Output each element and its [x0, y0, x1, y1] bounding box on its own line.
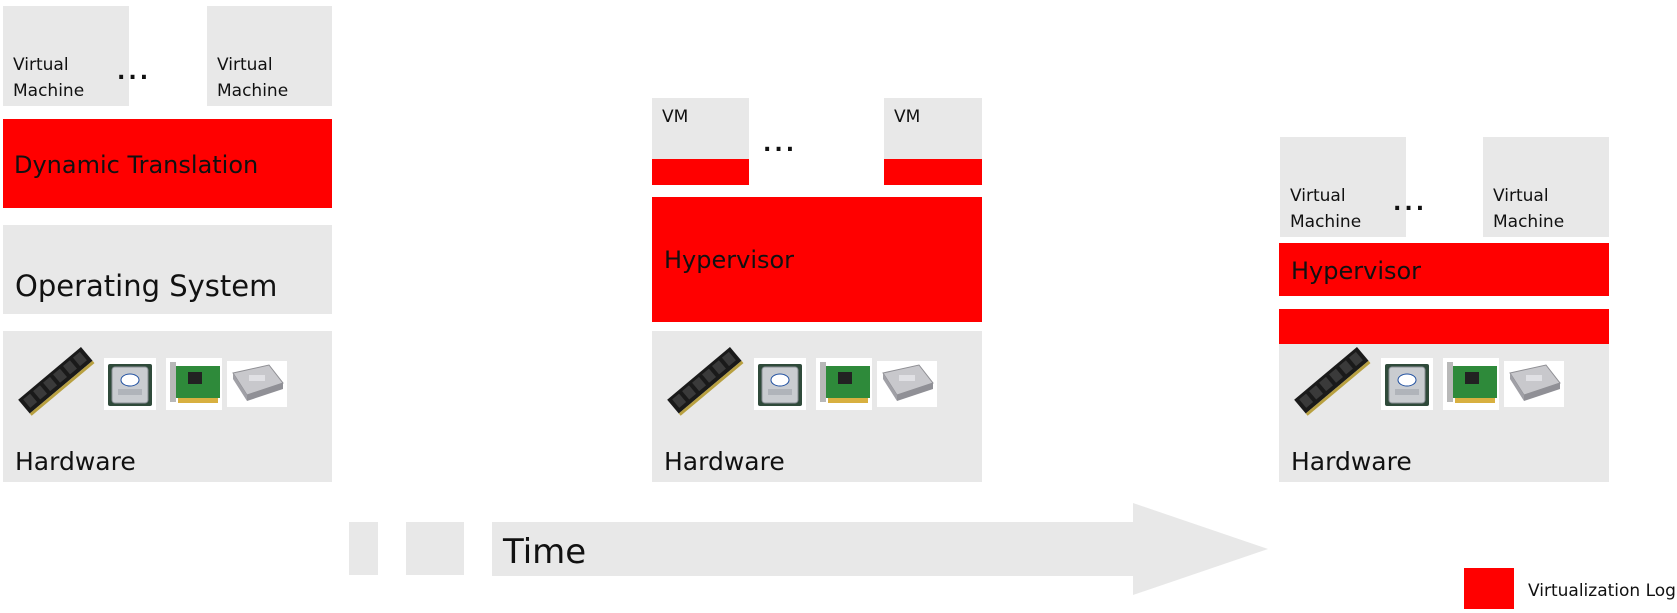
cpu-chip-icon: [754, 358, 806, 410]
hardware-layer: Hardware: [1279, 331, 1609, 482]
virtual-machine-label: Virtual Machine: [13, 55, 85, 101]
cpu-chip-icon: [1381, 358, 1433, 410]
hardware-layer: Hardware: [652, 331, 982, 482]
hardware-label: Hardware: [1291, 447, 1412, 476]
operating-system-label: Operating System: [15, 269, 278, 303]
ram-module-icon: [18, 346, 95, 416]
dynamic-translation-label: Dynamic Translation: [14, 151, 259, 179]
legend-swatch: [1464, 568, 1514, 609]
hardware-label: Hardware: [15, 447, 136, 476]
virtual-machine-box-1: Virtual Machine: [3, 6, 129, 106]
hard-disk-icon: [227, 361, 287, 407]
ellipsis: ...: [763, 132, 798, 157]
cpu-chip-icon: [104, 358, 156, 410]
virtual-machine-box-1: Virtual Machine: [1280, 137, 1406, 237]
hypervisor-label: Hypervisor: [664, 246, 795, 274]
vm-virtualization-bar-2: [884, 159, 982, 185]
vm-box-2: VM: [884, 98, 982, 160]
time-arrow-segment-2: [406, 522, 464, 575]
ellipsis: ...: [117, 60, 152, 85]
network-card-icon: [816, 358, 872, 410]
time-label: Time: [503, 532, 587, 572]
hypervisor-label: Hypervisor: [1291, 257, 1422, 285]
network-card-icon: [1443, 358, 1499, 410]
ellipsis: ...: [1393, 191, 1428, 216]
vm-label: VM: [894, 107, 921, 127]
virtual-machine-label: Virtual Machine: [1493, 186, 1565, 232]
virtual-machine-label: Virtual Machine: [217, 55, 289, 101]
hypervisor-layer: Hypervisor: [1279, 243, 1609, 296]
time-arrow-body: [492, 503, 1268, 595]
ram-module-icon: [667, 346, 744, 416]
hardware-virtualization-bar: [1279, 309, 1609, 344]
virtual-machine-box-2: Virtual Machine: [207, 6, 332, 106]
network-card-icon: [166, 358, 222, 410]
legend-label: Virtualization Logic: [1528, 581, 1677, 601]
dynamic-translation-layer: Dynamic Translation: [3, 119, 332, 208]
time-arrow-segment-1: [349, 522, 378, 575]
vm-box-1: VM: [652, 98, 749, 160]
hardware-label: Hardware: [664, 447, 785, 476]
ram-module-icon: [1294, 346, 1371, 416]
vm-virtualization-bar-1: [652, 159, 749, 185]
hard-disk-icon: [1504, 361, 1564, 407]
operating-system-layer: Operating System: [3, 225, 332, 314]
virtual-machine-box-2: Virtual Machine: [1483, 137, 1609, 237]
virtual-machine-label: Virtual Machine: [1290, 186, 1362, 232]
vm-label: VM: [662, 107, 689, 127]
hardware-layer: Hardware: [3, 331, 332, 482]
hypervisor-layer: Hypervisor: [652, 197, 982, 322]
hard-disk-icon: [877, 361, 937, 407]
